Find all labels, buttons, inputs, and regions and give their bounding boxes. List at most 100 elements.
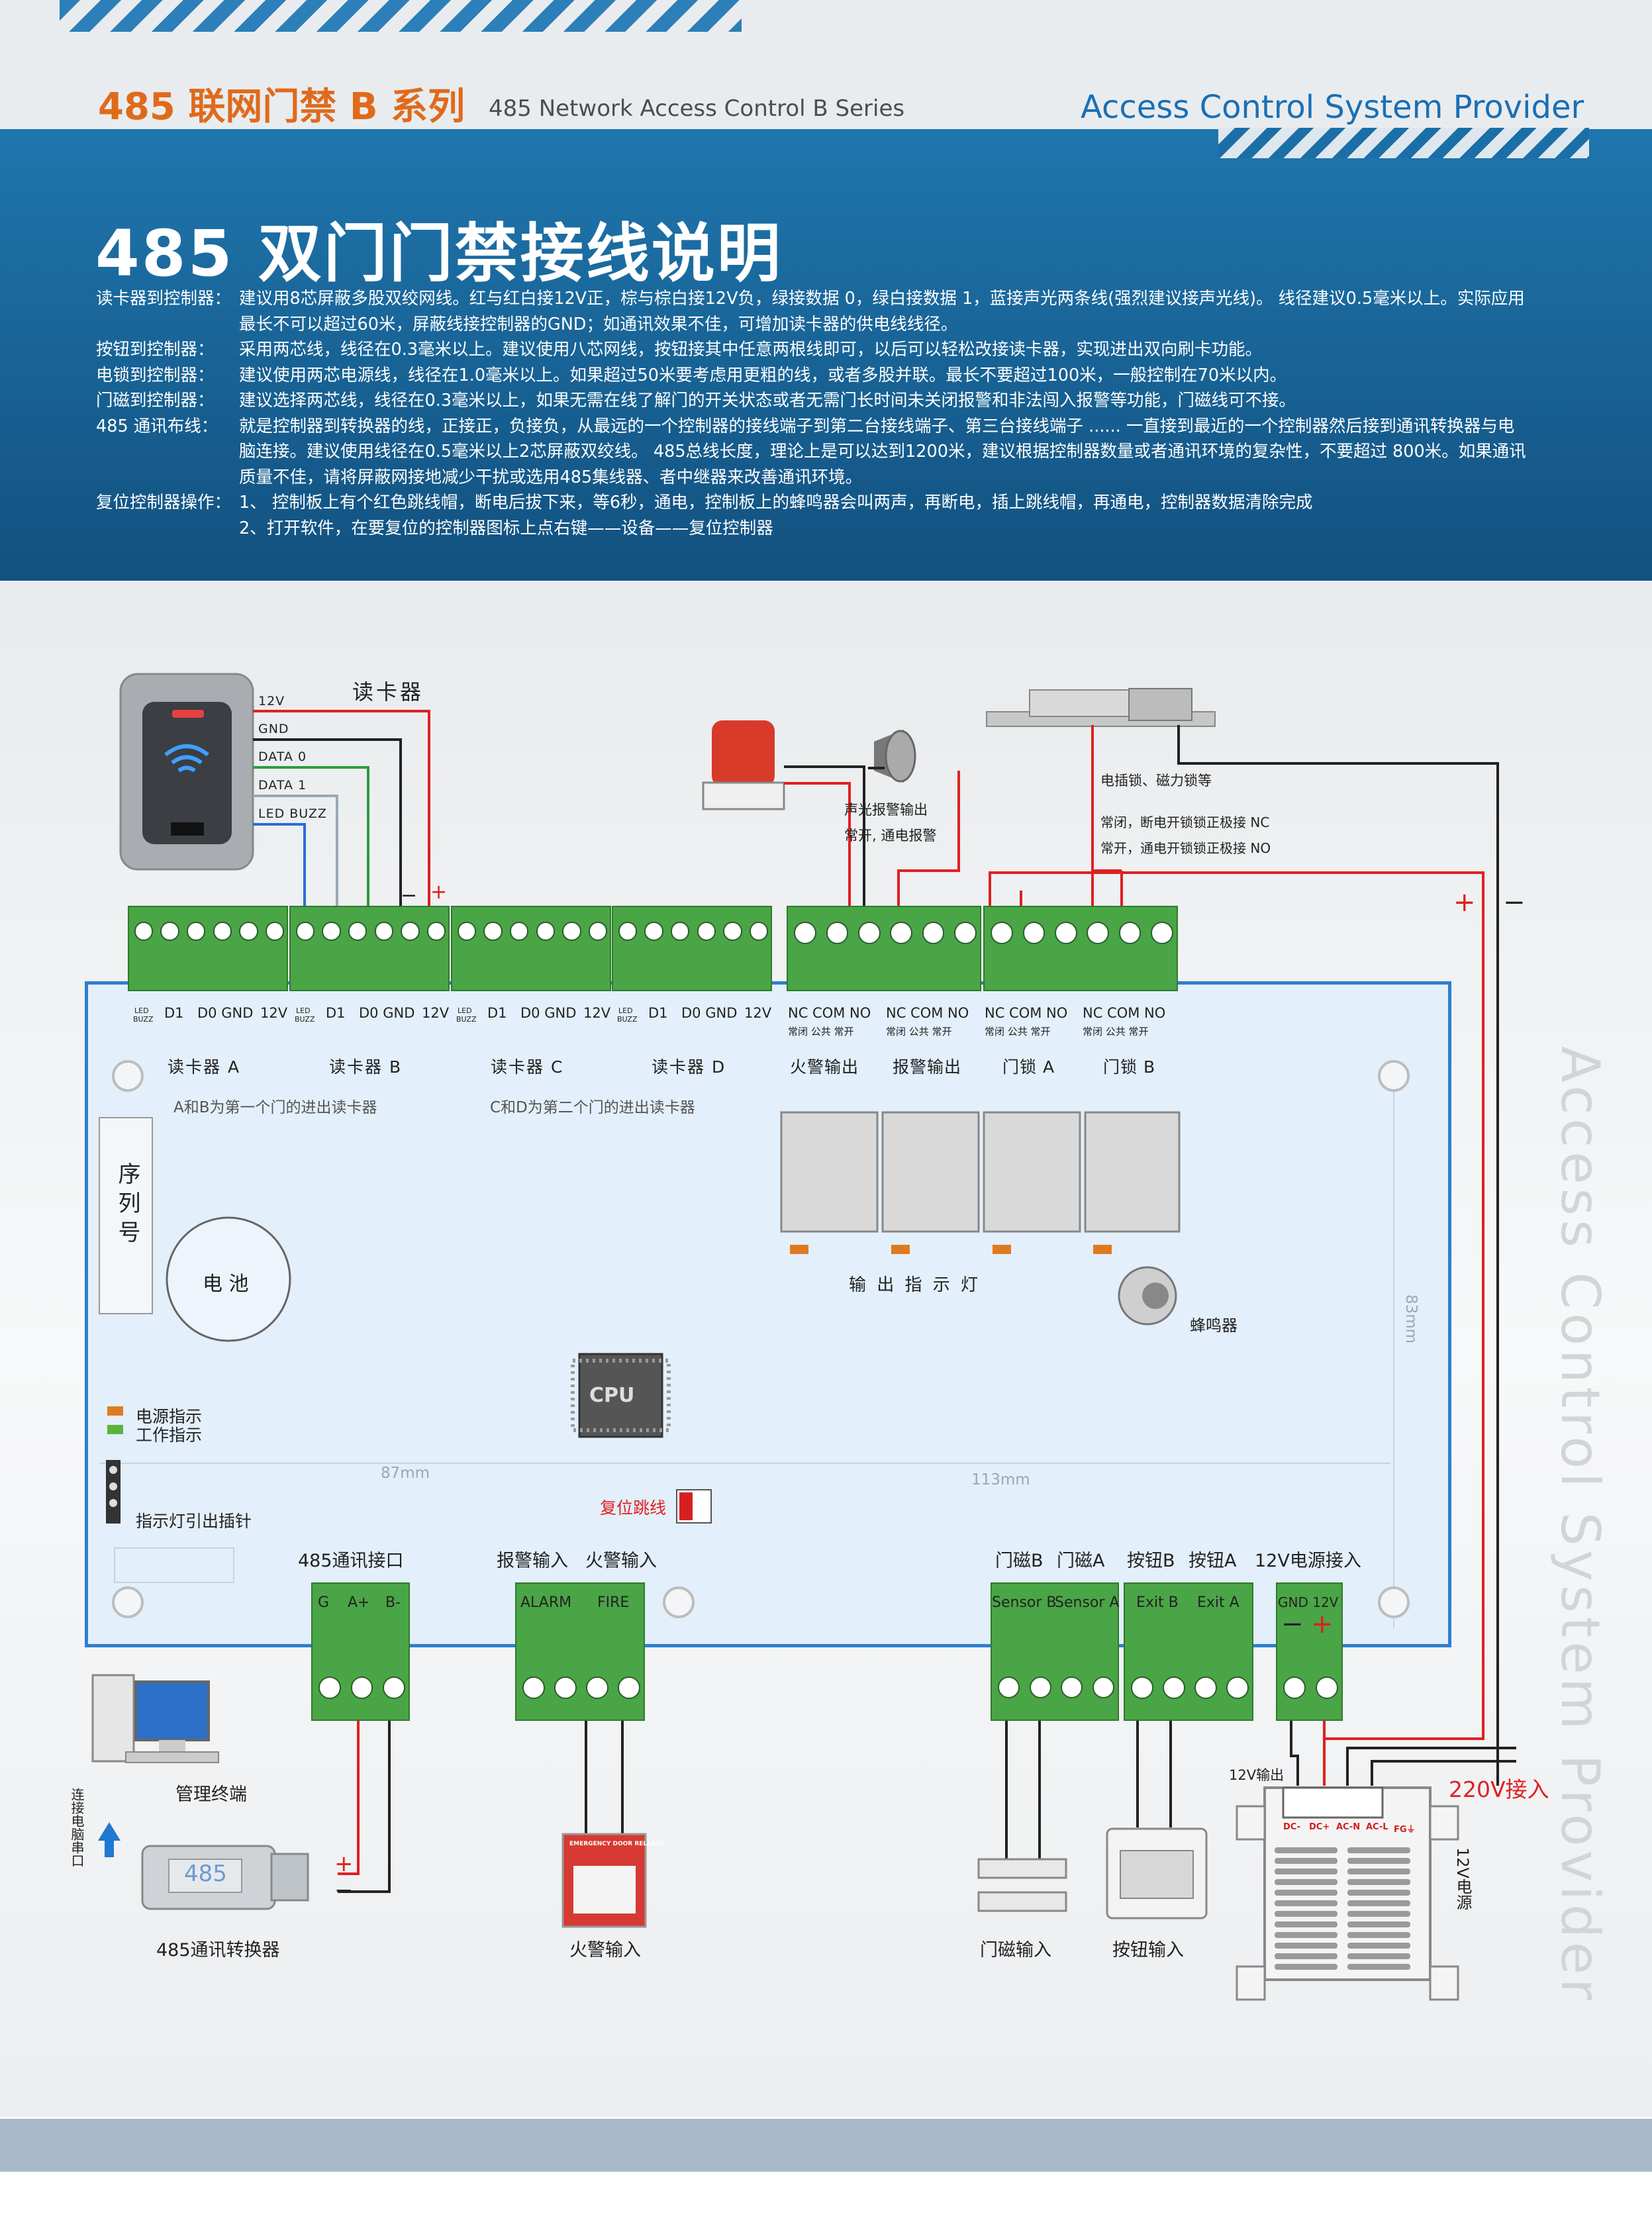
terminal-label: D1	[487, 1005, 507, 1021]
screw	[213, 922, 232, 941]
terminal-label: 12V	[583, 1005, 611, 1021]
relay-name: 报警输出	[893, 1057, 962, 1077]
reader-note-cd: C和D为第二个门的进出读卡器	[490, 1099, 695, 1116]
exit-button-icon	[1106, 1827, 1208, 1919]
button-input-label: 按钮输入	[1112, 1940, 1184, 1961]
lock-no-note: 常开，通电开锁锁正极接 NO	[1100, 840, 1271, 856]
relay-terms: NC COM NO	[1083, 1005, 1166, 1021]
side-watermark: Access Control System Provider	[1549, 1046, 1611, 2005]
screw	[265, 922, 285, 941]
series-title-en: 485 Network Access Control B Series	[489, 95, 905, 122]
reader-terminal-2	[451, 906, 611, 991]
power-in-label: 12V电源接入	[1255, 1551, 1361, 1571]
reader-note-ab: A和B为第一个门的进出读卡器	[173, 1099, 377, 1116]
relay-name: 火警输出	[790, 1057, 859, 1077]
screw	[1163, 1676, 1185, 1699]
terminal-label: D1	[648, 1005, 668, 1021]
screw	[1029, 1676, 1051, 1699]
terminal-label: A+	[348, 1594, 370, 1611]
exit-b-label: 按钮B	[1127, 1551, 1175, 1571]
screw	[401, 922, 420, 941]
terminal-label: D0 GND	[681, 1005, 738, 1021]
port-485-label: 485通讯接口	[298, 1551, 404, 1571]
buzzer-label: 蜂鸣器	[1190, 1316, 1238, 1335]
door-sensor-icon	[977, 1858, 1067, 1912]
terminal-485	[311, 1582, 410, 1721]
work-led	[107, 1425, 123, 1434]
terminal-label: BUZZ	[133, 1015, 154, 1024]
screw	[160, 922, 179, 941]
indicator-pins	[106, 1460, 121, 1524]
terminal-exit	[1124, 1582, 1253, 1721]
serial-number-box	[99, 1117, 153, 1314]
screw	[1150, 922, 1173, 944]
terminal-label: GND 12V	[1278, 1594, 1339, 1610]
screw	[991, 922, 1014, 944]
screw	[483, 922, 503, 941]
fire-alarm-button	[561, 1833, 647, 1928]
description-label: 按钮到控制器：	[96, 340, 215, 360]
terminal-label: BUZZ	[617, 1015, 638, 1024]
reader-name: 读卡器 B	[329, 1057, 403, 1077]
battery-label: 电 池	[203, 1273, 249, 1296]
power-indicator-label: 电源指示	[136, 1407, 203, 1426]
screw	[749, 922, 769, 941]
screw	[1022, 922, 1045, 944]
plus-sign: +	[1311, 1609, 1334, 1639]
dim-83: 83mm	[1402, 1294, 1420, 1344]
screw	[239, 922, 258, 941]
screw	[697, 922, 716, 941]
description-label: 读卡器到控制器：	[96, 289, 232, 309]
pc-serial-label: 连接电脑串口	[69, 1788, 85, 1867]
screw	[1061, 1676, 1083, 1699]
screw	[295, 922, 315, 941]
cpu-chip	[571, 1353, 671, 1438]
up-arrow-icon	[98, 1822, 121, 1857]
battery	[166, 1216, 291, 1342]
power-supply-unit	[1236, 1786, 1459, 2001]
description-text: 建议用8芯屏蔽多股双绞网线。红与红白接12V正，棕与棕白接12V负，绿接数据 0…	[239, 289, 1525, 309]
alarm-output-note: 常开, 通电报警	[844, 828, 937, 844]
description-line: 2、打开软件，在要复位的控制器图标上点右键——设备——复位控制器	[96, 516, 773, 541]
screw	[522, 1676, 545, 1699]
plus-sign: +	[334, 1851, 354, 1877]
converter-485	[141, 1845, 309, 1910]
description-text: 脑连接。建议使用线径在0.5毫米以上2芯屏蔽双绞线。 485总线长度，理论上是可…	[239, 442, 1526, 461]
reader-wire-label: GND	[258, 722, 289, 736]
description-line: 复位控制器操作：1、 控制板上有个红色跳线帽，断电后拔下来，等6秒，通电，控制板…	[96, 490, 1313, 515]
screw	[562, 922, 581, 941]
sensor-input-label: 门磁输入	[980, 1940, 1051, 1961]
controller-board	[85, 981, 1451, 1647]
reader-name: 读卡器 C	[491, 1057, 564, 1077]
description-label: 电锁到控制器：	[96, 365, 215, 385]
indicator-label: 输 出 指 示 灯	[849, 1275, 981, 1295]
description-text: 最长不可以超过60米，屏蔽线接控制器的GND；如通讯效果不佳，可增加读卡器的供电…	[239, 314, 958, 334]
reader-wire-label: DATA 1	[258, 778, 307, 793]
relay-terms: NC COM NO	[886, 1005, 969, 1021]
psu-terminal-label: FG⏚	[1394, 1825, 1416, 1835]
speaker-icon	[874, 730, 916, 783]
screw	[998, 1676, 1020, 1699]
dim-87: 87mm	[381, 1465, 430, 1482]
screw	[554, 1676, 577, 1699]
emergency-text: EMERGENCY DOOR RELEASE	[569, 1841, 664, 1847]
terminal-label: D0 GND	[197, 1005, 254, 1021]
terminal-label: D1	[164, 1005, 184, 1021]
work-indicator-label: 工作指示	[136, 1426, 203, 1445]
description-line: 按钮到控制器：采用两芯线，线径在0.3毫米以上。建议使用八芯网线，按钮接其中任意…	[96, 337, 1262, 362]
relay-terms-cn: 常闭 公共 常开	[886, 1026, 952, 1038]
psu-terminal-label: DC-	[1283, 1822, 1301, 1832]
terminal-label: LED	[618, 1006, 633, 1015]
description-line: 质量不佳，请将屏蔽网接地减少干扰或选用485集线器、者中继器来改善通讯环境。	[96, 465, 862, 490]
exit-a-label: 按钮A	[1189, 1551, 1237, 1571]
relay-terminal-0	[787, 906, 981, 991]
power-led	[107, 1406, 123, 1416]
screw	[890, 922, 913, 944]
terminal-label: D1	[326, 1005, 346, 1021]
screw	[586, 1676, 608, 1699]
relay-terms-cn: 常闭 公共 常开	[1083, 1026, 1149, 1038]
converter-text: 485	[184, 1861, 227, 1887]
description-line: 电锁到控制器：建议使用两芯电源线，线径在1.0毫米以上。如果超过50米要考虑用更…	[96, 363, 1287, 388]
reader-terminal-3	[612, 906, 772, 991]
screw	[922, 922, 945, 944]
